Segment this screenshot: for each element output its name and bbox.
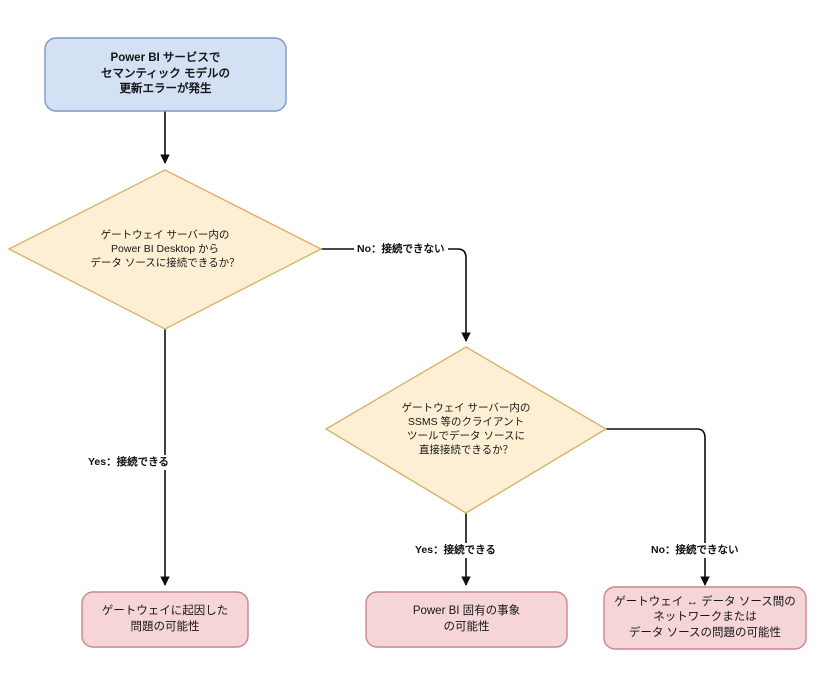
node-start[interactable]: [44, 37, 287, 112]
node-decision2[interactable]: [324, 346, 608, 514]
node-decision1[interactable]: [7, 169, 323, 330]
edge-label-decision2-yes: Yes：接続できる: [412, 543, 499, 558]
node-result2[interactable]: [365, 591, 568, 648]
edge-label-decision1-no: No：接続できない: [354, 242, 448, 257]
node-result3[interactable]: [603, 586, 807, 650]
edge-label-decision2-no: No：接続できない: [648, 543, 742, 558]
edge-decision2-result3: [606, 428, 710, 586]
edge-decision1-decision2: [321, 248, 471, 342]
edge-label-decision1-yes: Yes：接続できる: [85, 455, 172, 470]
node-result1[interactable]: [81, 591, 249, 648]
